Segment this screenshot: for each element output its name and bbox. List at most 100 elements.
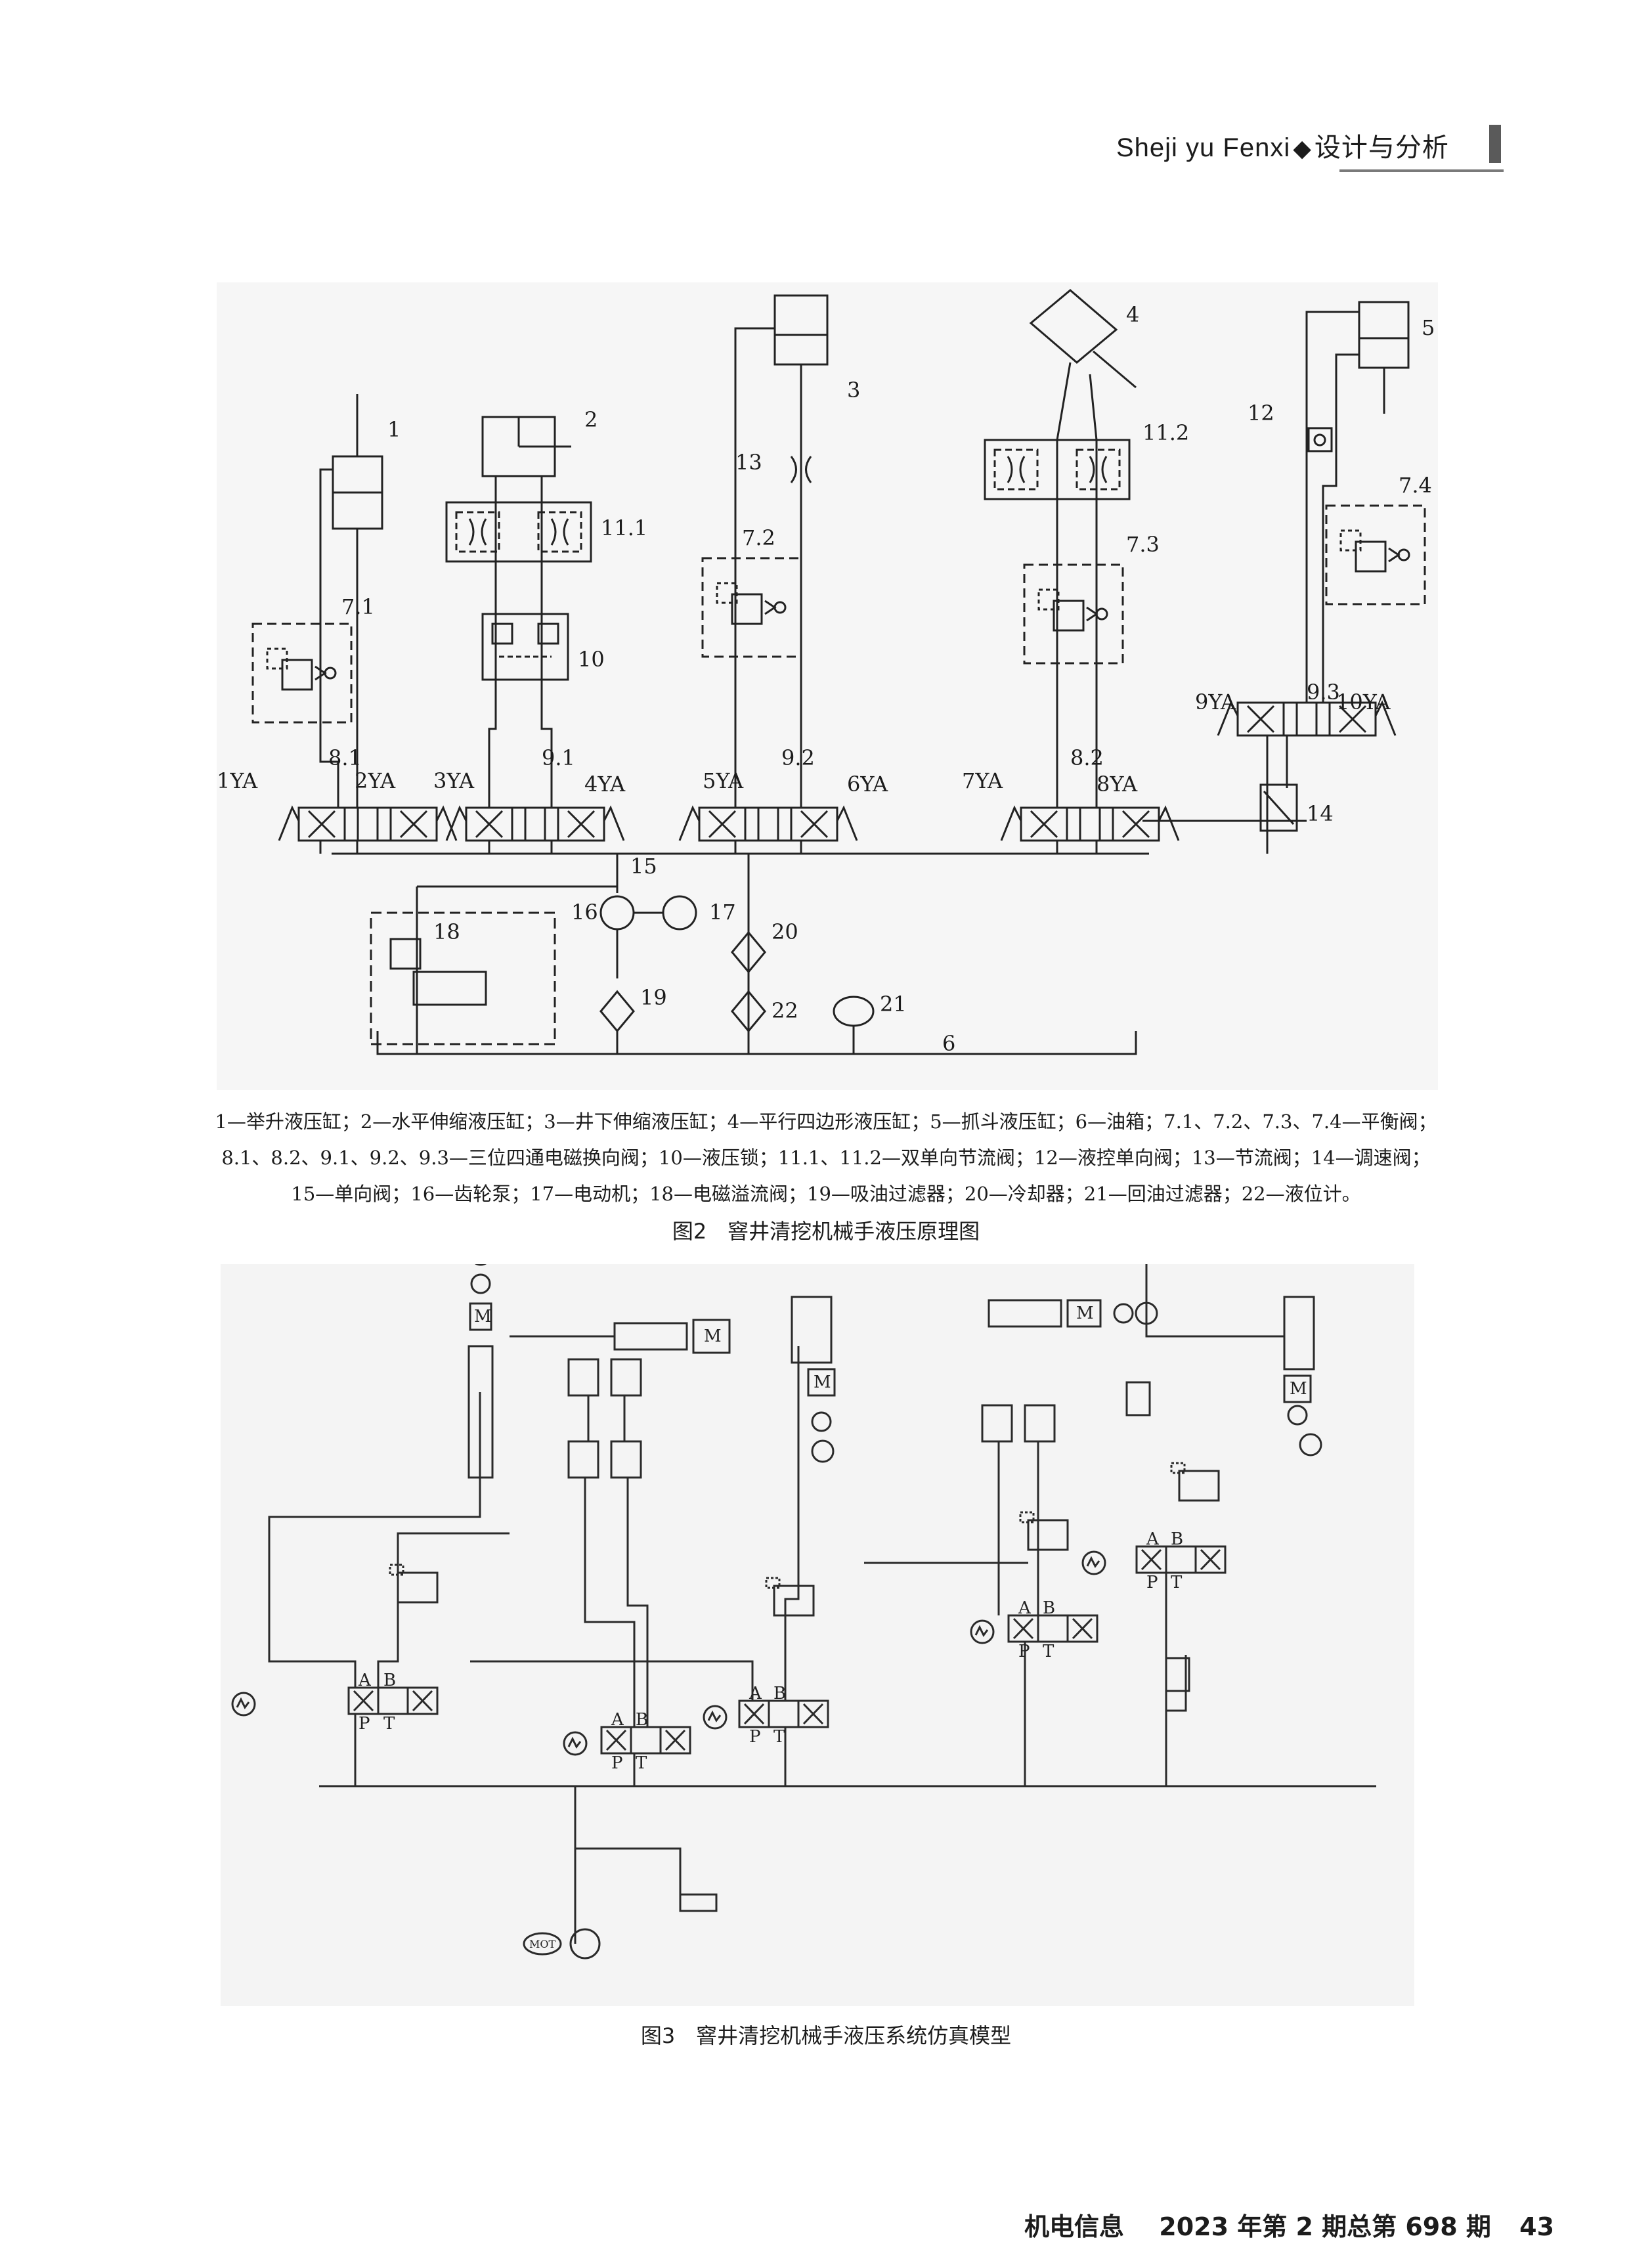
page-footer: 机电信息 2023 年第 2 期总第 698 期 43 (1024, 2206, 1554, 2243)
pressure-line (319, 1785, 1376, 1944)
label-pump-16: 16 (571, 900, 598, 925)
fig3-port-p-2: P (611, 1753, 623, 1773)
label-valve-9-2: 9.2 (781, 745, 815, 770)
label-cylinder-1: 1 (387, 417, 401, 442)
figure-2-legend-line-2: 8.1、8.2、9.1、9.2、9.3—三位四通电磁换向阀；10—液压锁；11.… (221, 1147, 1431, 1169)
running-header: Sheji yu Fenxi◆设计与分析 (1116, 126, 1449, 164)
hydraulic-lock (481, 613, 569, 681)
footer-journal: 机电信息 (1024, 2212, 1125, 2241)
fig3-mot-label: MOT (529, 1938, 556, 1950)
label-7ya: 7YA (962, 768, 1003, 793)
figure-2-caption: 图2 窨井清挖机械手液压原理图 (672, 1219, 980, 1244)
label-1ya: 1YA (217, 768, 258, 793)
label-filter-21: 21 (880, 992, 907, 1017)
cylinder-4 (1029, 289, 1137, 389)
fig3-port-p-4: P (1018, 1642, 1030, 1661)
figure-2-legend-line-1: 1—举升液压缸；2—水平伸缩液压缸；3—井下伸缩液压缸；4—平行四边形液压缸；5… (215, 1110, 1437, 1133)
circuit-4 (864, 1299, 1158, 1786)
cylinder-2 (481, 416, 571, 477)
label-level-22: 22 (772, 998, 798, 1023)
fig3-port-b-1: B (383, 1671, 396, 1690)
header-marker-bar (1489, 125, 1501, 163)
fig3-port-a-1: A (358, 1671, 372, 1690)
fig3-port-p-5: P (1146, 1573, 1158, 1592)
label-cylinder-5: 5 (1422, 315, 1435, 340)
label-valve-8-1: 8.1 (328, 745, 362, 770)
label-filter-19: 19 (640, 985, 667, 1010)
fig3-motor-m-3: M (814, 1372, 831, 1392)
circuit-2 (510, 1319, 731, 1786)
label-5ya: 5YA (703, 768, 744, 793)
footer-page-number: 43 (1519, 2212, 1555, 2241)
section-pinyin: Sheji yu Fenxi (1116, 133, 1291, 162)
fig3-port-b-3: B (773, 1684, 786, 1703)
label-valve-8-2: 8.2 (1070, 745, 1104, 770)
label-8ya: 8YA (1097, 772, 1138, 797)
figure-3-caption: 图3 窨井清挖机械手液压系统仿真模型 (640, 2023, 1012, 2048)
fig3-port-t-2: T (636, 1753, 647, 1773)
throttle-13 (790, 456, 812, 483)
label-valve-7-3: 7.3 (1126, 532, 1160, 557)
label-valve-9-3: 9.3 (1307, 680, 1340, 705)
throttle-valves (445, 439, 1131, 563)
speed-valve-14 (1259, 783, 1298, 832)
label-cylinder-3: 3 (847, 378, 860, 403)
figure-2-legend-line-3: 15—单向阀；16—齿轮泵；17—电动机；18—电磁溢流阀；19—吸油过滤器；2… (291, 1183, 1361, 1205)
label-throttle-13: 13 (735, 450, 762, 475)
label-cooler-20: 20 (772, 919, 798, 944)
cylinder-3 (773, 294, 829, 433)
label-valve-11-1: 11.1 (601, 515, 647, 540)
footer-issue: 2023 年第 2 期总第 698 期 (1159, 2212, 1491, 2241)
label-6ya: 6YA (847, 772, 888, 797)
diamond-separator-icon: ◆ (1293, 135, 1312, 162)
fig3-port-t-4: T (1043, 1642, 1054, 1661)
fig3-port-a-5: A (1146, 1529, 1160, 1549)
label-valve-7-4: 7.4 (1399, 473, 1432, 498)
label-speed-14: 14 (1307, 801, 1334, 826)
label-valve-11-2: 11.2 (1142, 420, 1189, 445)
fig3-motor-m-2: M (704, 1326, 722, 1346)
circuit-5 (1081, 1264, 1322, 1786)
circuit-3 (470, 1296, 836, 1786)
fig3-port-a-3: A (749, 1684, 762, 1703)
fig3-port-a-2: A (611, 1710, 624, 1730)
figure-2-schematic: 1 2 3 4 5 7.1 7.2 7.3 7.4 11.1 11.2 10 1… (217, 282, 1438, 1090)
label-lock-10: 10 (578, 647, 605, 672)
label-cylinder-2: 2 (584, 407, 598, 432)
fig3-port-t-5: T (1171, 1573, 1183, 1592)
fig3-port-t-1: T (383, 1714, 395, 1734)
balance-valves (251, 504, 1426, 724)
circuit-1 (231, 1242, 510, 1786)
cylinder-1 (332, 394, 383, 530)
label-4ya: 4YA (584, 772, 626, 797)
fig3-port-b-2: B (636, 1710, 648, 1730)
label-check-15: 15 (630, 854, 657, 879)
label-motor-17: 17 (709, 900, 736, 925)
fig3-motor-m-5: M (1290, 1379, 1307, 1399)
label-valve-7-1: 7.1 (341, 594, 375, 619)
label-tank-6: 6 (942, 1031, 955, 1056)
fig3-motor-m-1: M (474, 1307, 492, 1326)
pilot-check-12 (1307, 427, 1333, 452)
label-relief-18: 18 (433, 919, 460, 944)
pump-station (370, 854, 1137, 1055)
section-title: 设计与分析 (1314, 133, 1449, 162)
fig3-port-t-3: T (773, 1727, 785, 1747)
pump-unit (523, 1893, 718, 1960)
figure-2-svg: 1 2 3 4 5 7.1 7.2 7.3 7.4 11.1 11.2 10 1… (217, 289, 1435, 1056)
label-valve-9-1: 9.1 (542, 745, 575, 770)
pipes (319, 311, 1359, 855)
label-valve-7-2: 7.2 (742, 525, 775, 550)
fig3-port-b-4: B (1043, 1598, 1055, 1618)
fig3-port-b-5: B (1171, 1529, 1183, 1549)
cylinder-5 (1358, 301, 1410, 414)
figure-3-svg: A B P T A B P T A B P T A B P T A B P T … (231, 1242, 1376, 1960)
label-2ya: 2YA (355, 768, 396, 793)
figure-3-simulation-model: A B P T A B P T A B P T A B P T A B P T … (221, 1242, 1414, 2006)
fig3-port-p-1: P (359, 1714, 370, 1734)
label-9ya: 9YA (1195, 690, 1236, 714)
label-3ya: 3YA (433, 768, 475, 793)
fig3-port-a-4: A (1018, 1598, 1032, 1618)
label-10ya: 10YA (1336, 690, 1391, 714)
header-rule (1339, 169, 1504, 172)
